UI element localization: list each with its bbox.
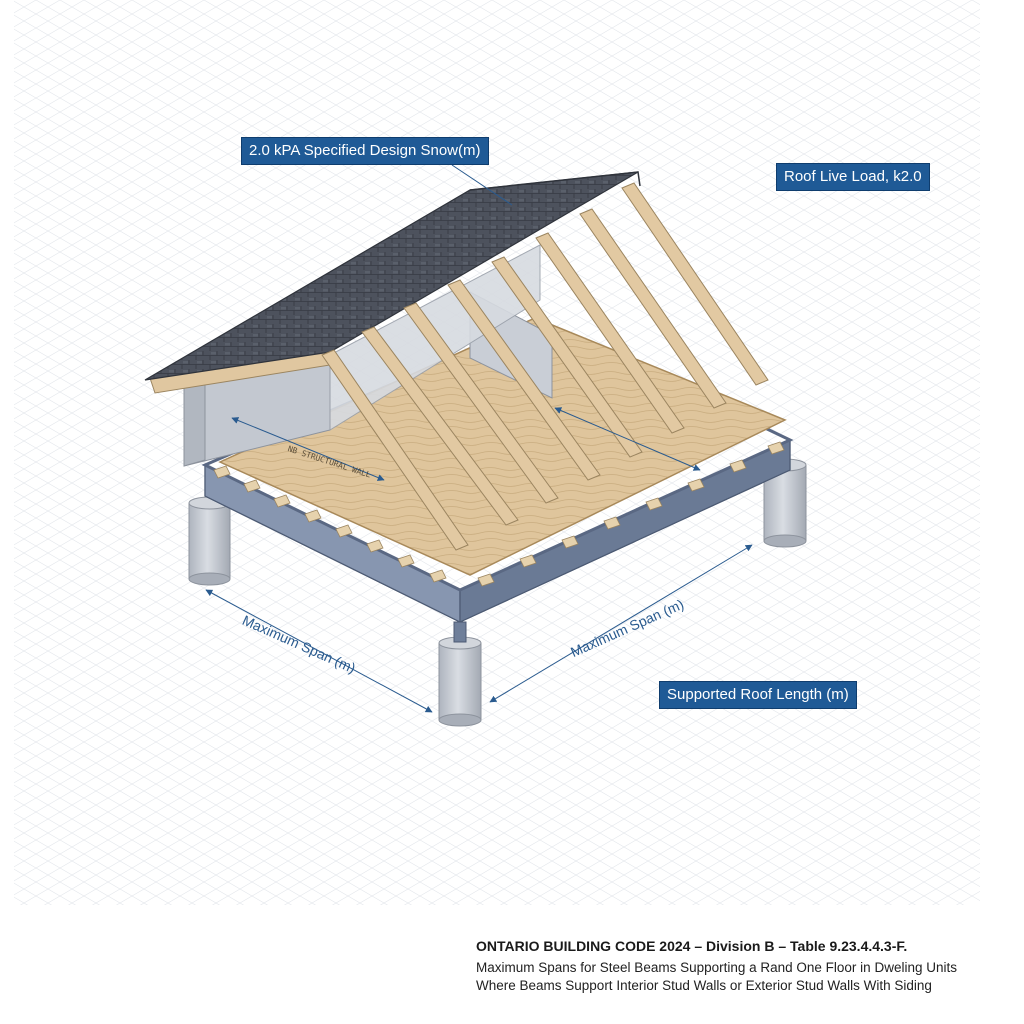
caption-title: ONTARIO BUILDING CODE 2024 – Division B …: [476, 938, 908, 954]
span-dimension-line-right: [489, 544, 753, 703]
span-dimension-line-left: [205, 589, 433, 713]
snow-load-callout: 2.0 kPA Specified Design Snow(m): [241, 137, 489, 165]
supported-roof-length-callout: Supported Roof Length (m): [659, 681, 857, 709]
interior-dimension-line-left: [231, 417, 385, 481]
interior-dimension-line-right: [554, 407, 701, 471]
roof-rafters: [321, 182, 769, 551]
snow-load-leader-line: [451, 164, 513, 206]
column-back-left: [188, 496, 231, 586]
floor-joists: [213, 441, 785, 587]
roof-live-load-callout: Roof Live Load, k2.0: [776, 163, 930, 191]
caption-line-1: Maximum Spans for Steel Beams Supporting…: [476, 960, 957, 975]
column-front-left: [438, 621, 482, 727]
caption-block: ONTARIO BUILDING CODE 2024 – Division B …: [476, 938, 1016, 995]
caption-line-2: Where Beams Support Interior Stud Walls …: [476, 978, 932, 993]
